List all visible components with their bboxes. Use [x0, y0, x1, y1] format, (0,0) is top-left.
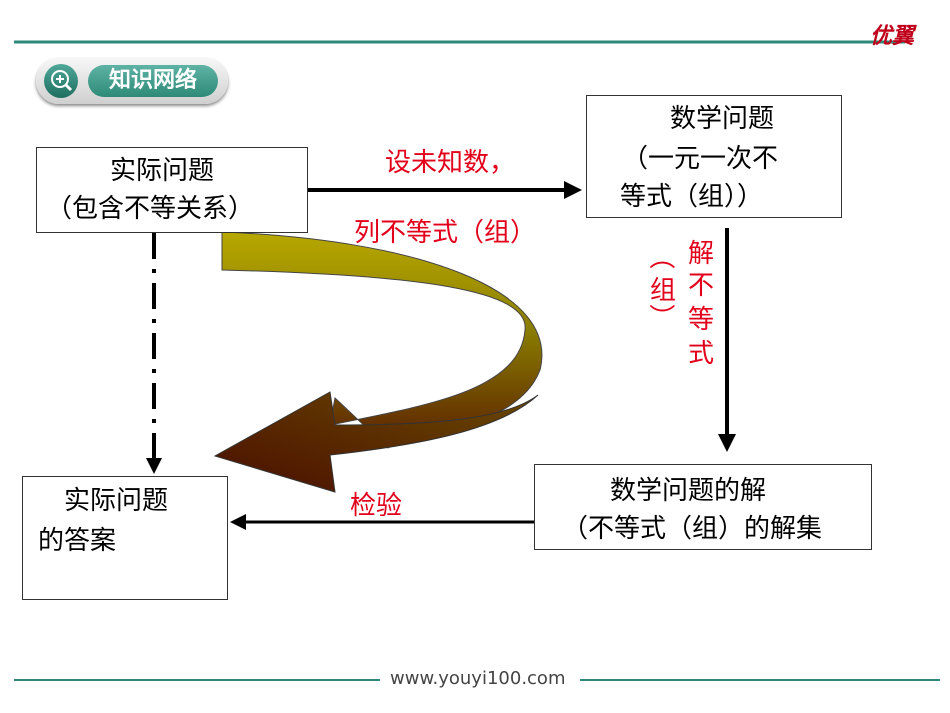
- node-math-solution-line1: 数学问题的解: [610, 476, 767, 506]
- brand-logo: 优翼: [869, 24, 914, 49]
- label-solve-char-4: 式: [688, 339, 715, 369]
- magnifier-plus-icon: [44, 64, 78, 98]
- node-math-solution: [534, 464, 872, 550]
- node-real-problem: [36, 147, 308, 233]
- label-solve-char-3: 等: [688, 305, 715, 335]
- section-badge: 知识网络: [36, 58, 228, 104]
- node-real-answer-line1: 实际问题: [64, 486, 169, 516]
- label-solve-paren-2: 组: [650, 276, 677, 306]
- arrow-direct-head: [146, 458, 162, 474]
- section-title-bg: 知识网络: [88, 65, 218, 97]
- node-real-answer-line2: 的答案: [38, 526, 117, 556]
- label-list-inequality: 列不等式（组）: [354, 218, 537, 248]
- node-real-answer: [22, 476, 228, 600]
- label-verify: 检验: [350, 491, 403, 521]
- node-math-problem: [586, 95, 842, 218]
- node-math-problem-line3: 等式（组））: [620, 182, 764, 212]
- node-real-problem-line2: （包含不等关系）: [46, 194, 255, 224]
- section-title: 知识网络: [108, 68, 197, 93]
- arrow-verify-head: [230, 514, 246, 530]
- label-solve-char-2: 不: [688, 271, 715, 301]
- label-solve-char-1: 解: [688, 239, 715, 269]
- node-real-problem-line1: 实际问题: [110, 156, 215, 186]
- curved-arrow-head: [213, 391, 539, 493]
- node-math-problem-line1: 数学问题: [670, 104, 775, 134]
- curved-arrow-body: [221, 231, 543, 449]
- arrow-set-unknown-head: [564, 181, 582, 199]
- footer-url: www.youyi100.com: [390, 668, 566, 689]
- node-math-solution-line2: （不等式（组）的解集: [562, 514, 823, 544]
- label-set-unknown: 设未知数，: [385, 148, 516, 178]
- label-solve-paren-3: ）: [645, 303, 676, 330]
- arrow-solve-head: [718, 434, 736, 452]
- node-math-problem-line2: （一元一次不: [622, 144, 779, 174]
- label-solve-paren-1: （: [645, 243, 676, 270]
